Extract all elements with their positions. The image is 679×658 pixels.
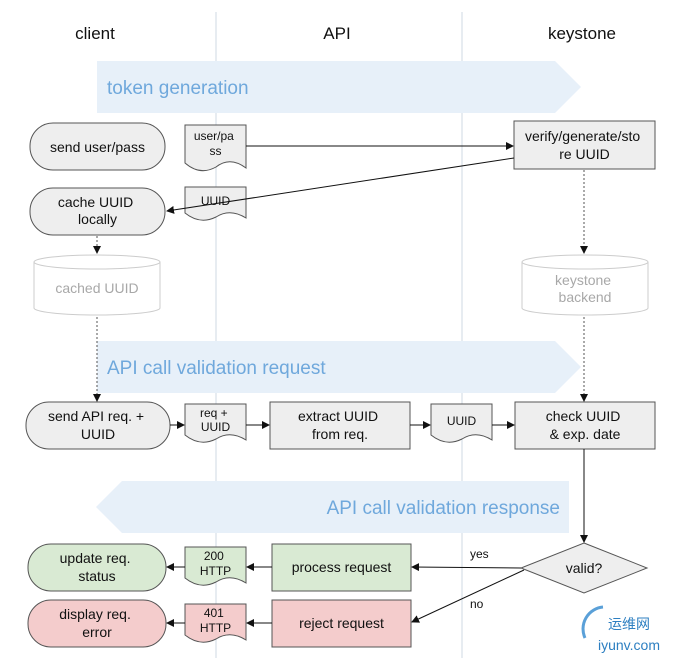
- node-send-api-request-label: send API req. + UUID: [48, 408, 148, 442]
- node-cache-uuid-locally: [29, 187, 166, 236]
- banner-validation-response-label: API call validation response: [327, 498, 560, 519]
- node-verify-generate-store-label: verify/generate/sto re UUID: [525, 128, 644, 162]
- node-send-user-pass: [29, 122, 166, 171]
- node-send-user-pass-label: send user/pass: [50, 139, 145, 155]
- doc-user-pass-label: user/pa ss: [194, 129, 237, 158]
- lane-header-keystone: keystone: [548, 24, 616, 43]
- banner-validation-request: API call validation request: [97, 341, 581, 393]
- doc-uuid-extracted: [430, 403, 493, 443]
- doc-req-uuid-label: req + UUID: [200, 406, 231, 434]
- edge-label-no: no: [470, 597, 484, 611]
- node-display-error-label: display req. error: [59, 606, 134, 640]
- watermark-logo: 运维网 iyunv.com: [581, 605, 660, 653]
- watermark-cn-text: 运维网: [608, 616, 650, 632]
- node-reject-request-label: reject request: [299, 615, 384, 631]
- node-verify-generate-store: [513, 120, 656, 170]
- doc-http-401-label: 401 HTTP: [200, 606, 231, 635]
- node-extract-uuid-label: extract UUID from req.: [298, 408, 382, 442]
- lane-header-api: API: [323, 24, 350, 43]
- node-process-request-label: process request: [292, 559, 392, 575]
- doc-uuid-extracted-label: UUID: [447, 414, 477, 428]
- db-keystone-backend: [521, 254, 649, 316]
- node-check-uuid: [514, 401, 656, 450]
- node-check-uuid-label: check UUID & exp. date: [546, 408, 625, 442]
- doc-http-200-label: 200 HTTP: [200, 549, 231, 578]
- banner-validation-response: API call validation response: [96, 481, 569, 533]
- banner-token-generation: token generation: [97, 61, 581, 113]
- lane-header-client: client: [75, 24, 115, 43]
- doc-req-uuid: [184, 403, 247, 443]
- doc-http-200: [184, 546, 247, 586]
- db-keystone-backend-label: keystone backend: [555, 272, 615, 305]
- edge-verify-to-cache: [166, 157, 515, 214]
- node-cache-uuid-locally-label: cache UUID locally: [58, 194, 137, 227]
- node-extract-uuid: [269, 401, 411, 450]
- edge-valid-no: [411, 569, 525, 623]
- doc-http-401: [184, 603, 247, 643]
- banner-token-generation-label: token generation: [107, 78, 249, 99]
- db-cached-uuid-label: cached UUID: [55, 280, 138, 296]
- node-update-status-label: update req. status: [60, 550, 135, 584]
- node-reject-request: [271, 599, 412, 648]
- doc-user-pass: [184, 124, 247, 172]
- decision-valid-label: valid?: [566, 560, 603, 576]
- banner-validation-request-label: API call validation request: [107, 358, 326, 379]
- decision-valid: [519, 542, 649, 594]
- edge-valid-yes: [411, 563, 522, 572]
- doc-uuid-token-label: UUID: [201, 194, 231, 208]
- edge-label-yes: yes: [470, 547, 489, 561]
- db-cached-uuid: [33, 254, 161, 316]
- watermark-url-text: iyunv.com: [598, 637, 660, 653]
